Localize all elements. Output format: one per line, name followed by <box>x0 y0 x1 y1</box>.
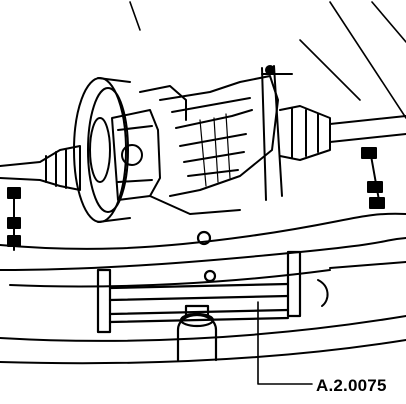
brake-disc-icon <box>73 77 131 223</box>
chassis-outline <box>129 1 406 119</box>
suspension-arm-icon <box>159 65 293 201</box>
figure-callout-label: A.2.0075 <box>316 376 387 395</box>
jack-pad-icon <box>176 304 218 362</box>
support-tool-icon <box>96 230 302 334</box>
drive-shaft-icon <box>279 105 406 161</box>
subframe-beam-icon <box>0 212 406 365</box>
callout-leader-line <box>257 301 313 385</box>
cv-joint-boot-icon <box>0 145 81 191</box>
tie-rod-end-icon <box>7 147 385 251</box>
